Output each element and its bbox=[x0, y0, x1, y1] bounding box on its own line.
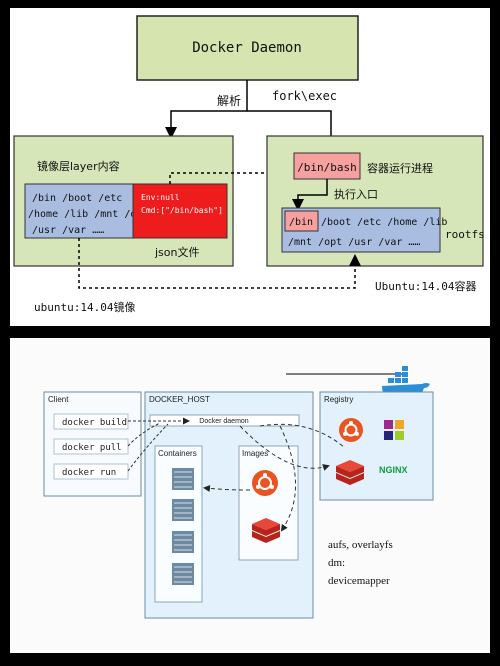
redis-icon bbox=[252, 518, 280, 543]
rootfs-line-1: /boot /etc /home /lib bbox=[321, 217, 447, 228]
image-label: ubuntu:14.04镜像 bbox=[34, 300, 135, 314]
container-label: Ubuntu:14.04容器 bbox=[375, 279, 476, 293]
cmd-run: docker run bbox=[62, 468, 116, 478]
client-title: Client bbox=[48, 395, 69, 404]
image-fs-line-2: /home /lib /mnt /opt bbox=[28, 209, 148, 220]
container-icon bbox=[172, 499, 194, 521]
container-icon bbox=[172, 531, 194, 553]
parse-label: 解析 bbox=[217, 94, 241, 108]
containers-title: Containers bbox=[158, 449, 197, 458]
docker-daemon-bar-label: Docker daemon bbox=[199, 418, 249, 425]
images-box bbox=[238, 445, 299, 561]
bin-bash-box bbox=[293, 152, 361, 180]
entry-label: 执行入口 bbox=[334, 187, 378, 201]
nginx-logo: NGINX bbox=[379, 465, 408, 475]
process-label: 容器运行进程 bbox=[367, 161, 433, 175]
cmd-pull: docker pull bbox=[62, 443, 122, 453]
redis-icon bbox=[336, 460, 364, 485]
docker-architecture-diagram: Client docker build docker pull docker r… bbox=[10, 338, 490, 653]
ubuntu-icon bbox=[252, 470, 278, 496]
cmd-link bbox=[169, 167, 294, 184]
json-line-1: Env:null bbox=[141, 193, 180, 202]
storage-line-1: aufs, overlayfs bbox=[328, 539, 393, 551]
json-file-label: json文件 bbox=[154, 245, 200, 259]
fork-exec-label: fork\exec bbox=[272, 89, 337, 103]
storage-line-2: dm: bbox=[328, 557, 345, 569]
cmd-pull-box bbox=[53, 438, 129, 455]
image-layer-title: 镜像层layer内容 bbox=[37, 159, 120, 173]
cmd-build: docker build bbox=[62, 418, 127, 428]
registry-pull-arrow bbox=[239, 425, 330, 471]
registry-title: Registry bbox=[324, 395, 353, 404]
bin-box bbox=[284, 210, 319, 232]
registry-box bbox=[319, 391, 434, 501]
rootfs-line-2: /mnt /opt /usr /var …… bbox=[288, 237, 420, 248]
docker-host-title: DOCKER_HOST bbox=[149, 395, 210, 404]
entry-arrow bbox=[292, 179, 328, 211]
bin-label: /bin bbox=[289, 217, 313, 228]
daemon-to-registry-arrow bbox=[259, 423, 346, 449]
image-fs-line-1: /bin /boot /etc bbox=[32, 193, 122, 204]
docker-daemon-box bbox=[136, 15, 359, 81]
centos-icon bbox=[384, 420, 404, 440]
container-icon bbox=[172, 468, 194, 490]
ubuntu-icon bbox=[339, 418, 363, 442]
daemon-to-images-arrow bbox=[279, 425, 296, 532]
docker-daemon-label: Docker Daemon bbox=[192, 40, 302, 56]
json-line-2: Cmd:["/bin/bash"] bbox=[141, 206, 223, 215]
run-arrow bbox=[127, 423, 169, 472]
image-to-rootfs-link bbox=[78, 238, 361, 289]
cmd-run-box bbox=[53, 463, 129, 480]
json-box bbox=[132, 183, 228, 239]
container-icon bbox=[172, 563, 194, 585]
images-title: Images bbox=[242, 449, 268, 458]
image-layer-diagram: Docker Daemon 解析 fork\exec 镜像层layer内容 /b… bbox=[10, 8, 490, 326]
storage-line-3: devicemapper bbox=[328, 575, 390, 587]
image-to-container-arrow bbox=[203, 485, 251, 492]
pull-arrow bbox=[127, 422, 161, 447]
bin-bash-label: /bin/bash bbox=[297, 161, 357, 174]
rootfs-label: rootfs bbox=[445, 228, 485, 241]
parse-arrow bbox=[165, 80, 248, 139]
image-fs-line-3: /usr /var …… bbox=[32, 225, 104, 236]
